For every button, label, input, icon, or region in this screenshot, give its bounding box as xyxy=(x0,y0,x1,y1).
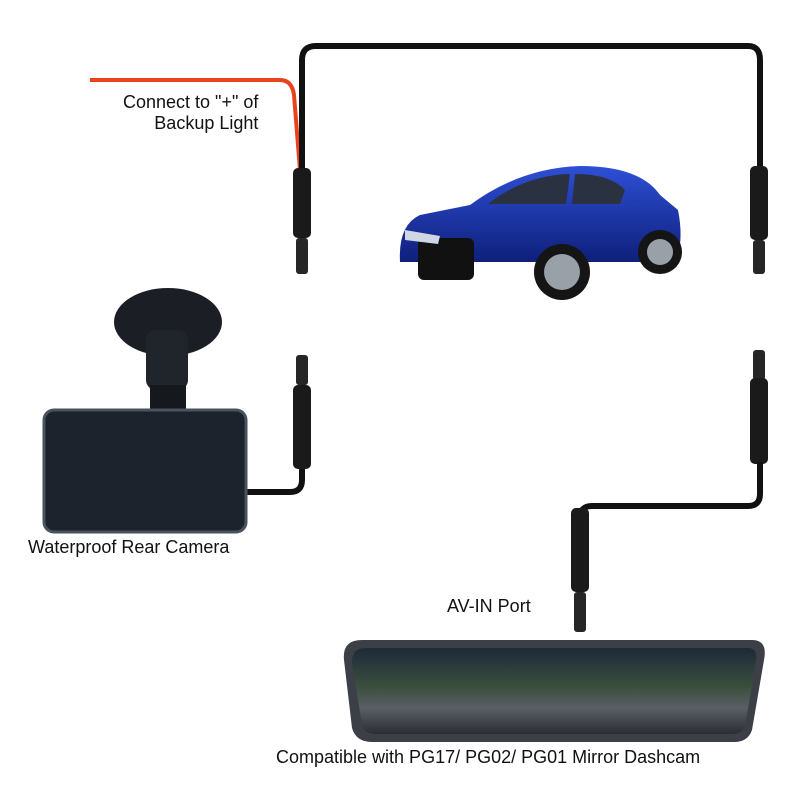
backup-light-label-line2: Backup Light xyxy=(154,113,259,133)
car-image xyxy=(399,166,682,300)
backup-light-label-line1: Connect to "+" of xyxy=(123,92,259,112)
mirror-dashcam-image xyxy=(343,640,765,742)
connector-top-right xyxy=(750,166,768,274)
backup-light-label: Connect to "+" of Backup Light xyxy=(123,92,258,134)
av-in-cable xyxy=(577,462,763,520)
connector-top-left xyxy=(293,168,311,274)
rear-camera-label: Waterproof Rear Camera xyxy=(28,537,230,557)
connector-av-in xyxy=(571,508,589,632)
compatibility-label: Compatible with PG17/ PG02/ PG01 Mirror … xyxy=(276,747,701,767)
extension-cable-top xyxy=(299,43,763,170)
connector-camera xyxy=(293,355,311,469)
connector-right-lower xyxy=(750,350,768,464)
av-in-label: AV-IN Port xyxy=(447,596,531,616)
camera-cable xyxy=(240,468,305,495)
power-wire xyxy=(90,78,302,171)
rear-camera-image xyxy=(42,288,248,534)
